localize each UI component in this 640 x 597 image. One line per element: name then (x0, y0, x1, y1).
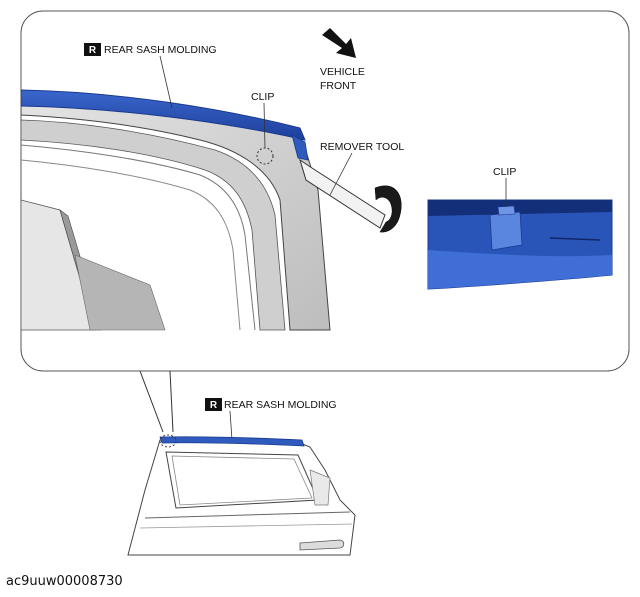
badge-top-molding-text: R (89, 45, 97, 56)
clip-detail-head (497, 205, 516, 216)
callout-bubble (20, 10, 630, 372)
door-overview (127, 434, 356, 556)
vehicle-front-label-line2: FRONT (320, 80, 357, 92)
remover-tool (299, 158, 386, 229)
leader-clip-main (263, 102, 266, 149)
rear-sash-molding-enlarged (21, 89, 306, 141)
clip-detail-inset (427, 199, 613, 290)
clip-detail-label: CLIP (493, 166, 516, 178)
leader-remover-tool (329, 152, 353, 196)
door-quarter-trim (309, 469, 331, 506)
vehicle-front-arrow-icon (322, 28, 356, 58)
callout-leader-right (169, 370, 174, 433)
label-top-molding: R REAR SASH MOLDING (84, 43, 217, 56)
leader-bottom-molding (229, 410, 233, 441)
label-bottom-molding: R REAR SASH MOLDING (205, 398, 337, 411)
door-lower-panel (74, 254, 166, 331)
frame-edge-line (21, 144, 256, 331)
badge-bottom-molding (205, 398, 222, 411)
detail-groove (549, 237, 601, 241)
frame-edge-line-2 (21, 159, 241, 331)
door-window-inner-line (171, 455, 313, 506)
clip-detail-body (489, 211, 523, 251)
clip-main-label: CLIP (251, 91, 274, 103)
badge-top-molding (84, 43, 101, 56)
remover-tool-label: REMOVER TOOL (320, 141, 404, 153)
door-beltline (144, 511, 351, 519)
detail-area-marker (159, 434, 177, 448)
vehicle-front-label-line1: VEHICLE (320, 66, 365, 78)
badge-bottom-molding-text: R (210, 400, 218, 411)
door-window-opening (165, 451, 319, 509)
top-molding-label: REAR SASH MOLDING (104, 44, 217, 56)
door-inner-frame (21, 119, 286, 331)
door-handle (299, 539, 345, 551)
leader-top-molding (159, 55, 173, 109)
molding-end-cap (291, 134, 309, 161)
callout-leader-left (139, 370, 164, 433)
bottom-molding-label: REAR SASH MOLDING (224, 399, 337, 411)
rotation-arrow-icon (374, 185, 402, 233)
figure-id: ac9uuw00008730 (6, 574, 123, 589)
door-crease (139, 523, 353, 529)
rear-sash-molding-overview (159, 436, 305, 447)
